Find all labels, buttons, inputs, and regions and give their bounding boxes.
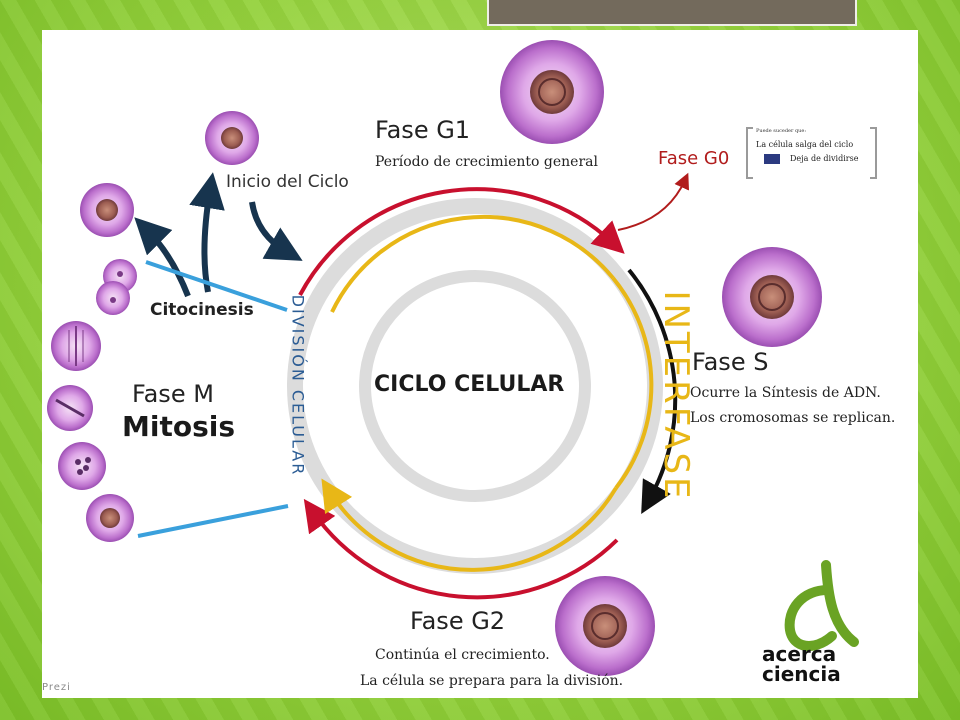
g0-bracket-right xyxy=(870,127,877,179)
g0-note-line1: La célula salga del ciclo xyxy=(756,140,854,149)
cytokinesis-label: Citocinesis xyxy=(150,300,254,320)
outer-grey-ring xyxy=(287,198,663,574)
g0-small-icon xyxy=(764,154,780,164)
blue-line-top xyxy=(145,260,288,312)
cell-mitosis-1 xyxy=(80,183,134,237)
g1-description: Período de crecimiento general xyxy=(375,154,598,170)
cell-start xyxy=(205,111,259,165)
yellow-arc-right xyxy=(611,276,654,490)
top-tab-decoration xyxy=(487,0,857,26)
g2-line2: La célula se prepara para la división. xyxy=(360,673,624,689)
cell-mitosis-6 xyxy=(86,494,134,542)
logo-line2: ciencia xyxy=(762,662,841,686)
black-arc-s xyxy=(627,268,678,514)
m-title: Fase M xyxy=(132,380,214,408)
prezi-watermark: Prezi xyxy=(42,682,71,693)
cell-g2 xyxy=(555,576,655,676)
s-line1: Ocurre la Síntesis de ADN. xyxy=(690,385,881,401)
blue-line-bottom xyxy=(137,504,289,538)
cell-mitosis-3 xyxy=(51,321,101,371)
g0-note-small: Puede suceder que: xyxy=(756,128,807,134)
cell-mitosis-5 xyxy=(58,442,106,490)
cell-mitosis-2 xyxy=(96,259,137,315)
cell-g1 xyxy=(500,40,604,144)
red-arc-g2 xyxy=(303,498,619,600)
center-label: CICLO CELULAR xyxy=(374,372,565,397)
cell-s xyxy=(722,247,822,347)
diagram-panel: CICLO CELULAR INTERFASE DIVISIÓN CELULAR… xyxy=(42,30,918,698)
cycle-diagram-svg xyxy=(47,40,877,676)
start-arrow xyxy=(249,201,303,261)
g0-note-line2: Deja de dividirse xyxy=(790,154,859,163)
yellow-arc-bottom xyxy=(321,478,618,572)
m-subtitle: Mitosis xyxy=(122,410,236,443)
inner-grey-ring xyxy=(359,270,591,502)
yellow-arc-top xyxy=(330,214,615,313)
logo-symbol xyxy=(784,560,859,651)
division-arrow-1 xyxy=(189,172,225,293)
cell-mitosis-4 xyxy=(47,385,93,431)
division-arrow-2 xyxy=(134,217,191,298)
s-line2: Los cromosomas se replican. xyxy=(690,410,896,426)
g0-title: Fase G0 xyxy=(658,148,730,169)
g2-line1: Continúa el crecimiento. xyxy=(375,647,550,663)
g0-bracket-left xyxy=(746,127,753,179)
g0-arrow xyxy=(617,172,690,231)
g1-title: Fase G1 xyxy=(375,116,471,144)
division-label: DIVISIÓN CELULAR xyxy=(288,294,308,477)
red-arc-g1 xyxy=(298,187,625,296)
logo-line1: acerca xyxy=(762,642,837,666)
s-title: Fase S xyxy=(692,348,769,376)
cycle-start-label: Inicio del Ciclo xyxy=(226,172,349,192)
g2-title: Fase G2 xyxy=(410,607,506,635)
